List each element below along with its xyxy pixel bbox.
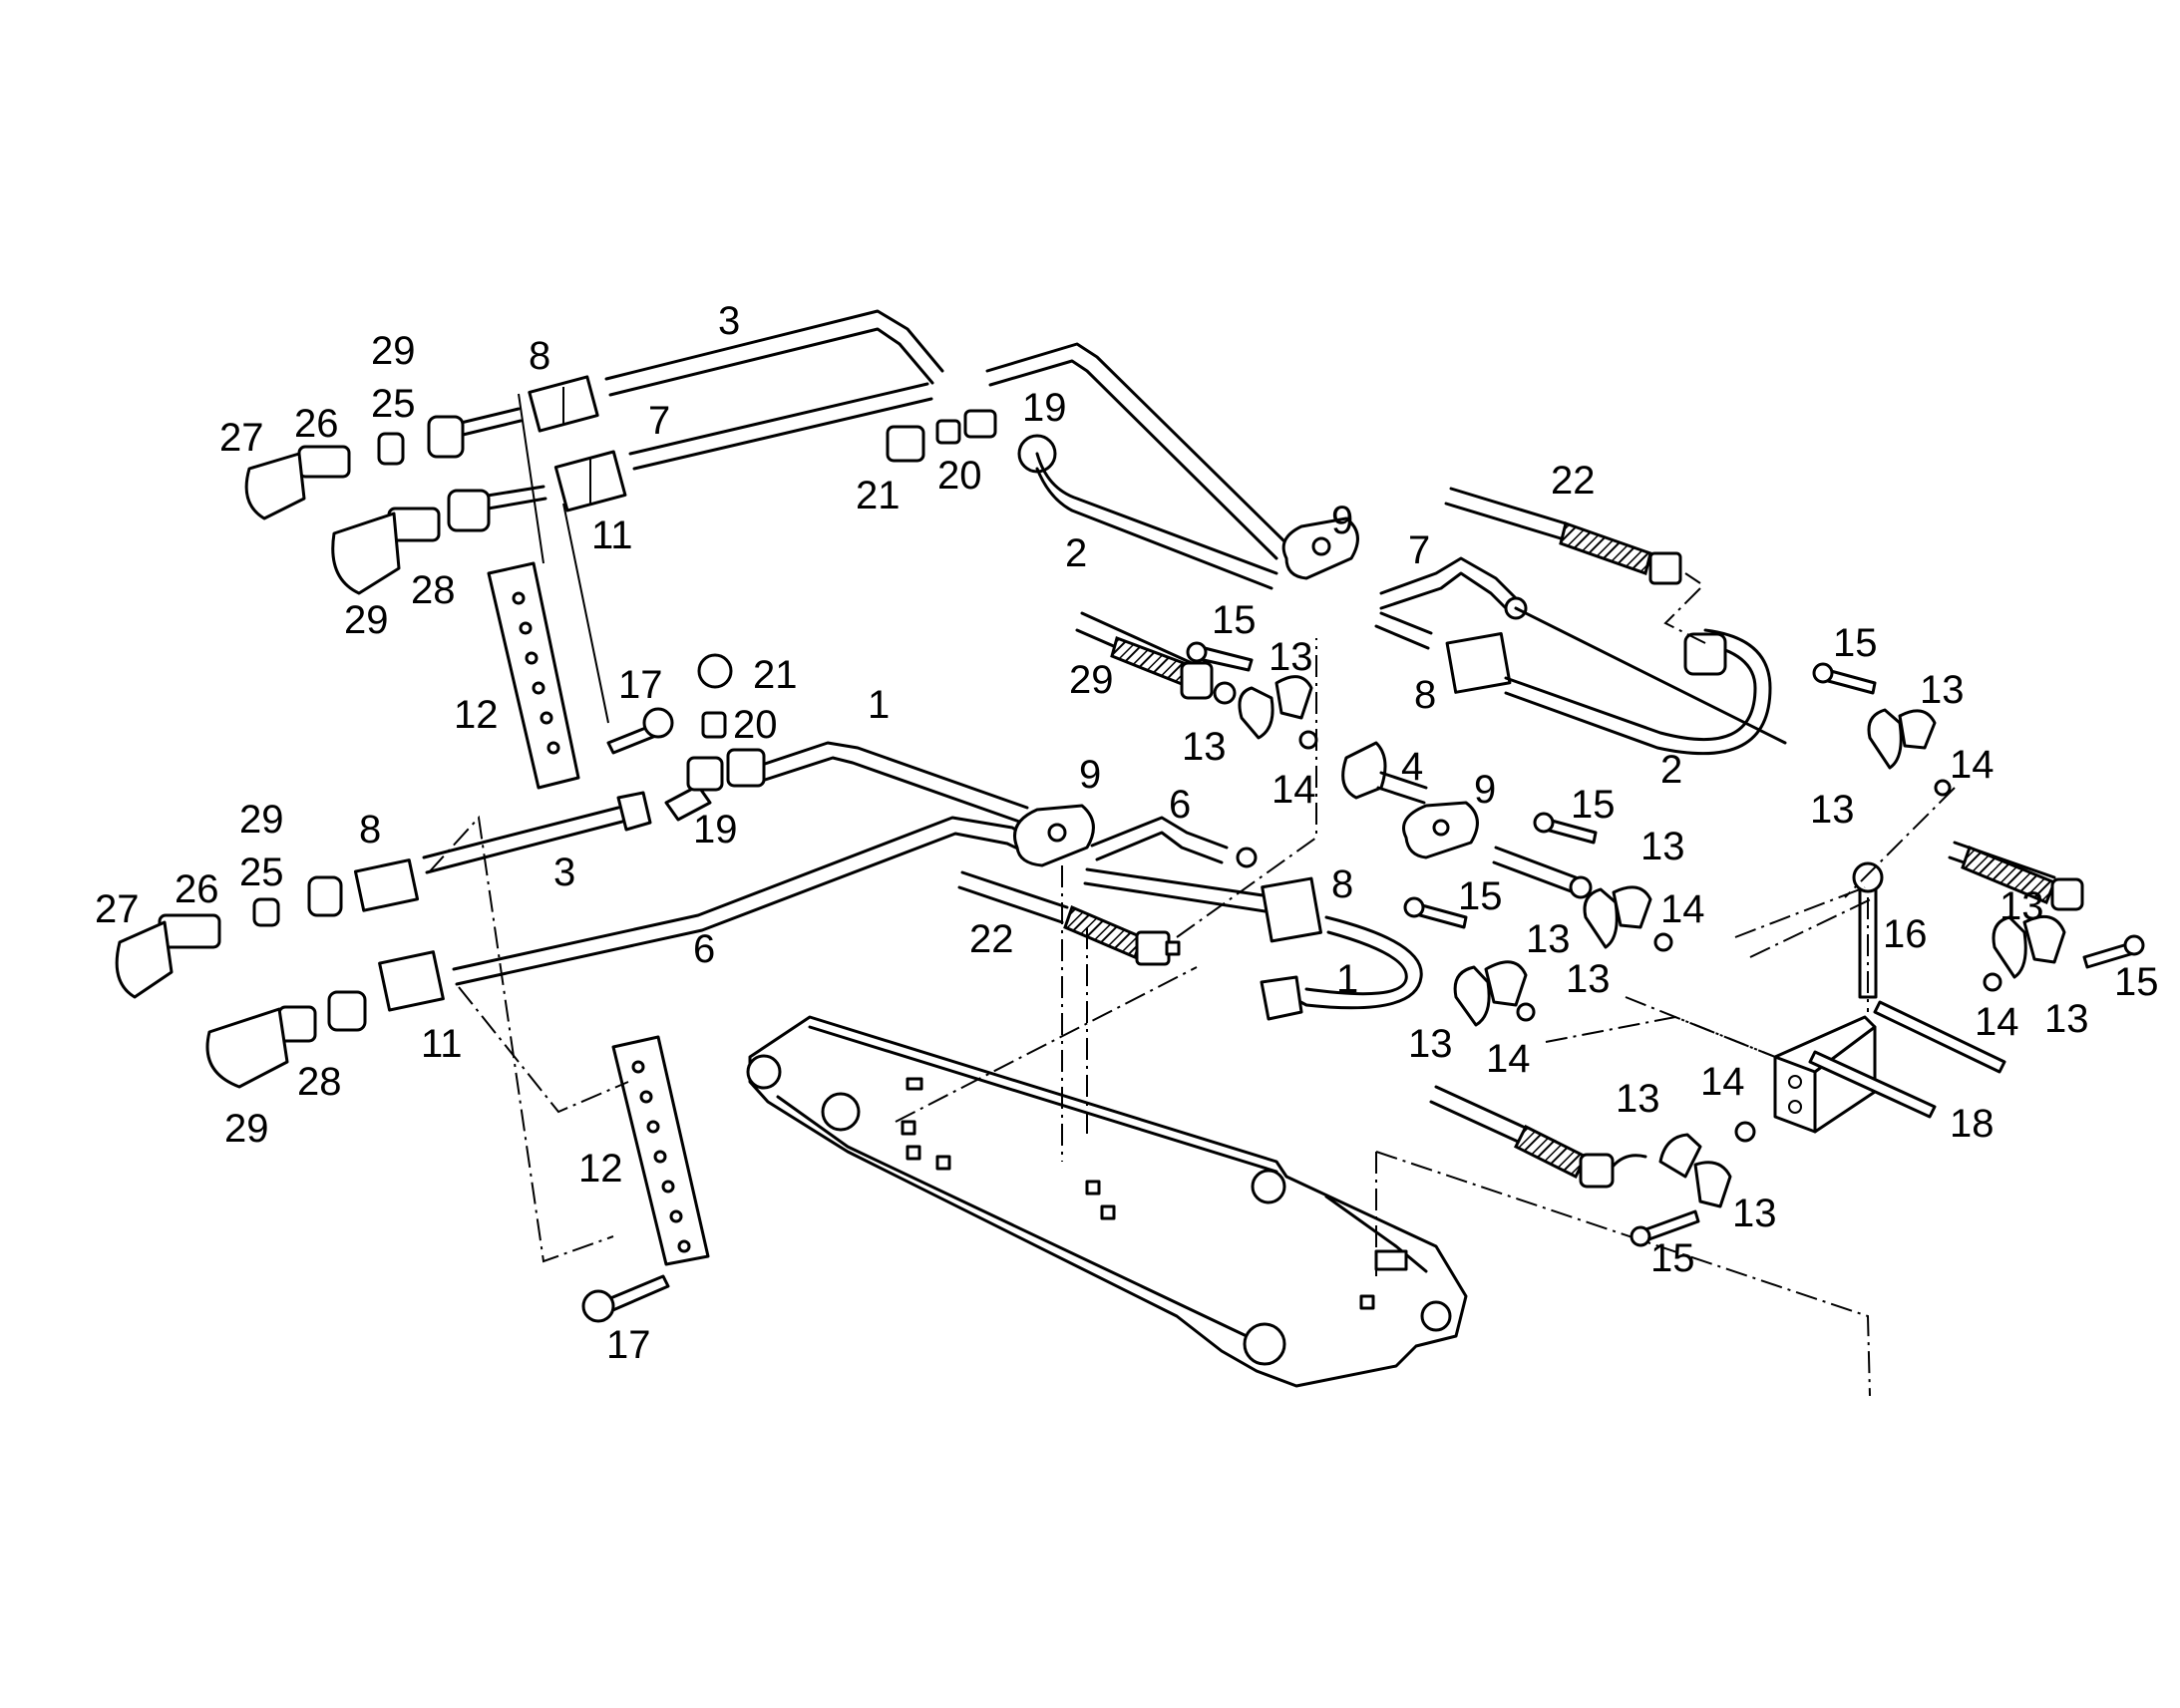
- label-6-mid: 6: [1169, 783, 1191, 827]
- label-13-d: 13: [1810, 788, 1855, 832]
- label-7-right: 7: [1408, 528, 1430, 572]
- part-4: [1341, 741, 1428, 805]
- label-19-lower: 19: [693, 808, 738, 852]
- label-15-e: 15: [2114, 960, 2159, 1004]
- label-6-lower: 6: [693, 927, 715, 971]
- hose-22-upper: [1444, 487, 1706, 644]
- label-13-b: 13: [1920, 668, 1965, 712]
- label-21-upper: 21: [856, 474, 901, 517]
- label-11-upper: 11: [591, 513, 633, 557]
- label-1-upper: 1: [868, 683, 890, 727]
- lower-fittings-19-20-21: [664, 653, 766, 822]
- label-27-upper: 29: [344, 598, 389, 642]
- label-13-i: 13: [2044, 997, 2089, 1041]
- label-4: 4: [1401, 745, 1423, 789]
- label-2-right: 2: [1660, 748, 1682, 792]
- upper-left-assembly: [244, 309, 944, 790]
- label-13-j: 13: [1408, 1022, 1453, 1066]
- label-16: 16: [1883, 912, 1928, 956]
- label-13-l: 13: [1732, 1192, 1777, 1235]
- label-13-c: 13: [1182, 725, 1227, 769]
- label-15-a: 15: [1212, 598, 1257, 642]
- label-8-upper: 8: [529, 334, 550, 378]
- label-24-upper: 26: [294, 402, 339, 446]
- hose-lower-right: [1429, 1085, 1756, 1247]
- lower-left-assembly: [115, 741, 1039, 1323]
- label-26-lower: 28: [297, 1060, 342, 1104]
- label-28: 29: [1069, 658, 1114, 702]
- label-19-upper: 19: [1022, 386, 1067, 430]
- valve-block-18: [1545, 861, 2006, 1134]
- label-14-f: 14: [1700, 1060, 1745, 1104]
- label-15-d: 15: [1458, 874, 1503, 918]
- label-29-upper: 29: [371, 329, 416, 373]
- label-20-upper: 20: [937, 454, 982, 498]
- label-14-c: 14: [1660, 887, 1705, 931]
- boom-arm: [746, 1015, 1468, 1388]
- label-18: 18: [1950, 1102, 1995, 1146]
- label-15-c: 15: [1571, 783, 1616, 827]
- label-13-e: 13: [1640, 825, 1685, 868]
- label-25-upper: 27: [219, 416, 264, 460]
- label-26-upper: 28: [411, 568, 456, 612]
- label-15-b: 15: [1833, 621, 1878, 665]
- label-23-lower: 25: [239, 851, 284, 894]
- label-13-a: 13: [1269, 635, 1313, 679]
- clamp-9-upper: [1281, 516, 1359, 580]
- label-20-lower: 20: [733, 703, 778, 747]
- label-9-upper: 9: [1331, 499, 1353, 542]
- label-8-right: 8: [1414, 673, 1436, 717]
- label-13-f: 13: [1999, 884, 2044, 928]
- label-22-lower: 22: [969, 917, 1014, 961]
- label-17-lower: 17: [606, 1323, 651, 1367]
- label-2-upper: 2: [1065, 531, 1087, 575]
- tube-6-mid: [1083, 816, 1278, 914]
- label-14-b: 14: [1950, 743, 1995, 787]
- label-3-lower: 3: [553, 851, 575, 894]
- label-13-g: 13: [1526, 917, 1571, 961]
- pipe-2-upper: [985, 342, 1288, 590]
- clamp-8-mid: [1260, 876, 1423, 1021]
- label-27-lower: 29: [224, 1107, 269, 1151]
- middle-flange-stacks: [1403, 812, 1673, 1027]
- label-8-lower: 8: [359, 808, 381, 852]
- label-13-h: 13: [1566, 957, 1611, 1001]
- label-7-upper: 7: [648, 399, 670, 443]
- label-14-a: 14: [1272, 768, 1316, 812]
- label-11-lower: 11: [421, 1022, 463, 1066]
- label-9-lower: 9: [1079, 753, 1101, 797]
- hose-28: [1075, 611, 1318, 750]
- right-hose-assembly: [1749, 787, 2145, 992]
- label-23-upper: 25: [371, 382, 416, 426]
- label-21-lower: 21: [753, 653, 798, 697]
- label-25-lower: 27: [95, 887, 140, 931]
- label-13-k: 13: [1616, 1077, 1660, 1121]
- part-labels: 3 29 8 25 26 27 7 19 20 21 11 28 29 2 9 …: [95, 299, 2159, 1367]
- label-15-f: 15: [1650, 1236, 1695, 1280]
- label-12-upper: 12: [454, 693, 499, 737]
- label-22-upper: 22: [1551, 459, 1596, 503]
- label-14-d: 14: [1975, 1000, 2019, 1044]
- clamp-9-lower: [1013, 804, 1095, 867]
- label-9-right: 9: [1474, 768, 1496, 812]
- hose-22-lower: [957, 638, 1317, 966]
- label-3-upper: 3: [718, 299, 740, 343]
- right-upper-flange: [1812, 662, 1952, 797]
- guide-lines: [895, 865, 1871, 1397]
- tube-7-right: [1374, 556, 1787, 756]
- label-24-lower: 26: [175, 867, 219, 911]
- label-1-lower: 1: [1336, 957, 1358, 1001]
- clamp-9-right: [1402, 801, 1479, 859]
- label-17-upper: 17: [618, 663, 663, 707]
- label-12-lower: 12: [578, 1147, 623, 1191]
- label-29-lower: 29: [239, 798, 284, 842]
- label-14-e: 14: [1486, 1037, 1531, 1081]
- label-8-mid: 8: [1331, 862, 1353, 906]
